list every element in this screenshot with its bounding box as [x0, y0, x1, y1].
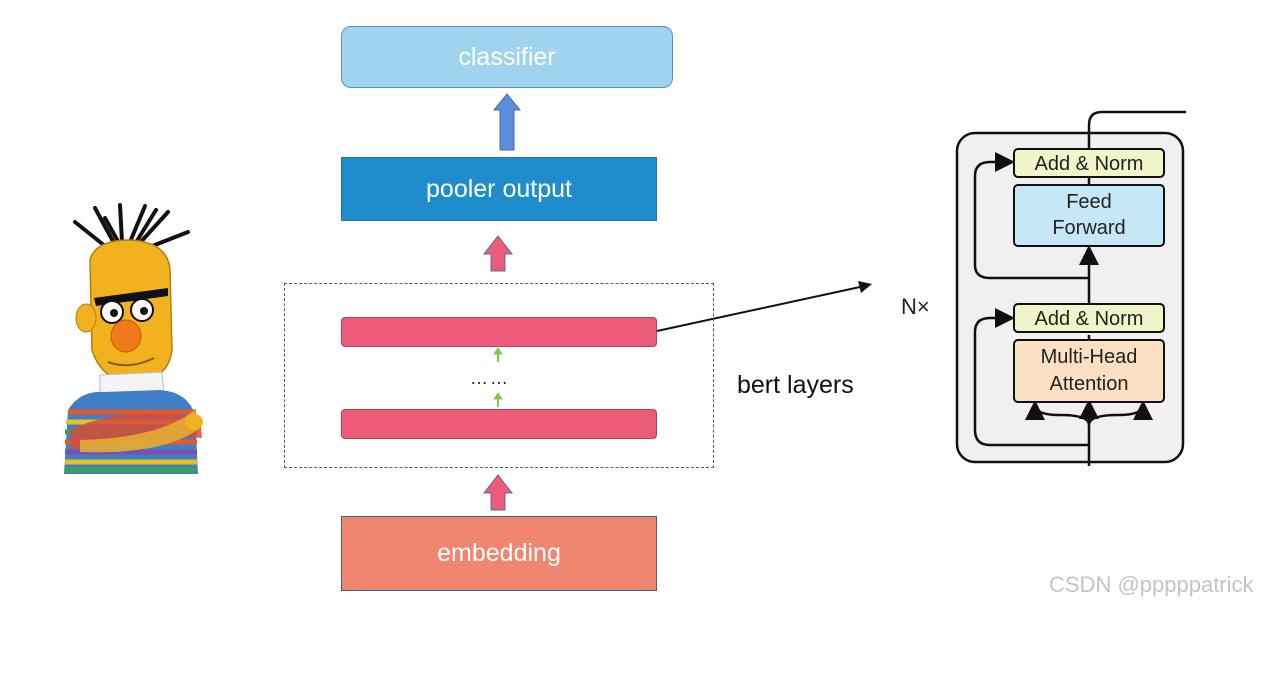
bert-character-illustration: [64, 203, 203, 474]
mouth: [107, 357, 155, 367]
sweater: [64, 390, 203, 474]
nose: [110, 319, 142, 353]
right-pupil: [140, 307, 148, 315]
feed-forward-label-line2: Forward: [1052, 217, 1125, 239]
add-norm-bottom-box: [1013, 303, 1165, 333]
multi-head-attention-box: [1013, 339, 1165, 403]
attention-label-line1: Multi-Head: [1041, 346, 1138, 368]
transformer-block-diagram: Add & Norm Feed Forward Add & Norm Multi…: [955, 110, 1186, 466]
layers-ellipsis: ……: [470, 368, 510, 388]
add-norm-bottom-label: Add & Norm: [1035, 308, 1144, 330]
diagram-connectors: [482, 93, 872, 511]
bert-layer-top: [341, 317, 657, 347]
bert-layers-label: bert layers: [737, 371, 854, 399]
small-up-arrow-lower: [493, 392, 503, 407]
repeat-n-times-label: N×: [901, 294, 930, 319]
left-pupil: [110, 309, 118, 317]
up-arrow-layers-to-pooler: [482, 235, 514, 272]
bert-layer-bottom: [341, 409, 657, 439]
attention-label-line2: Attention: [1050, 373, 1129, 395]
embedding-label: embedding: [437, 539, 561, 567]
bert-layers-frame: [284, 283, 714, 468]
pointer-arrowhead: [858, 281, 872, 293]
add-norm-top-label: Add & Norm: [1035, 153, 1144, 175]
feed-forward-box: [1013, 184, 1165, 247]
classifier-label: classifier: [458, 42, 556, 71]
embedding-box: embedding: [341, 516, 657, 591]
watermark: CSDN @pppppatrick: [1049, 572, 1254, 597]
classifier-box: classifier: [341, 26, 673, 88]
ear: [75, 303, 97, 333]
feed-forward-label-line1: Feed: [1066, 191, 1112, 213]
add-norm-top-box: [1013, 148, 1165, 178]
pooler-output-label: pooler output: [426, 174, 572, 203]
transformer-layer-frame: [955, 131, 1185, 464]
pointer-line: [656, 286, 861, 332]
up-arrow-pooler-to-classifier: [492, 93, 522, 151]
pooler-output-box: pooler output: [341, 157, 657, 221]
up-arrow-embedding-to-layers: [482, 474, 514, 511]
small-up-arrow-upper: [493, 347, 503, 362]
